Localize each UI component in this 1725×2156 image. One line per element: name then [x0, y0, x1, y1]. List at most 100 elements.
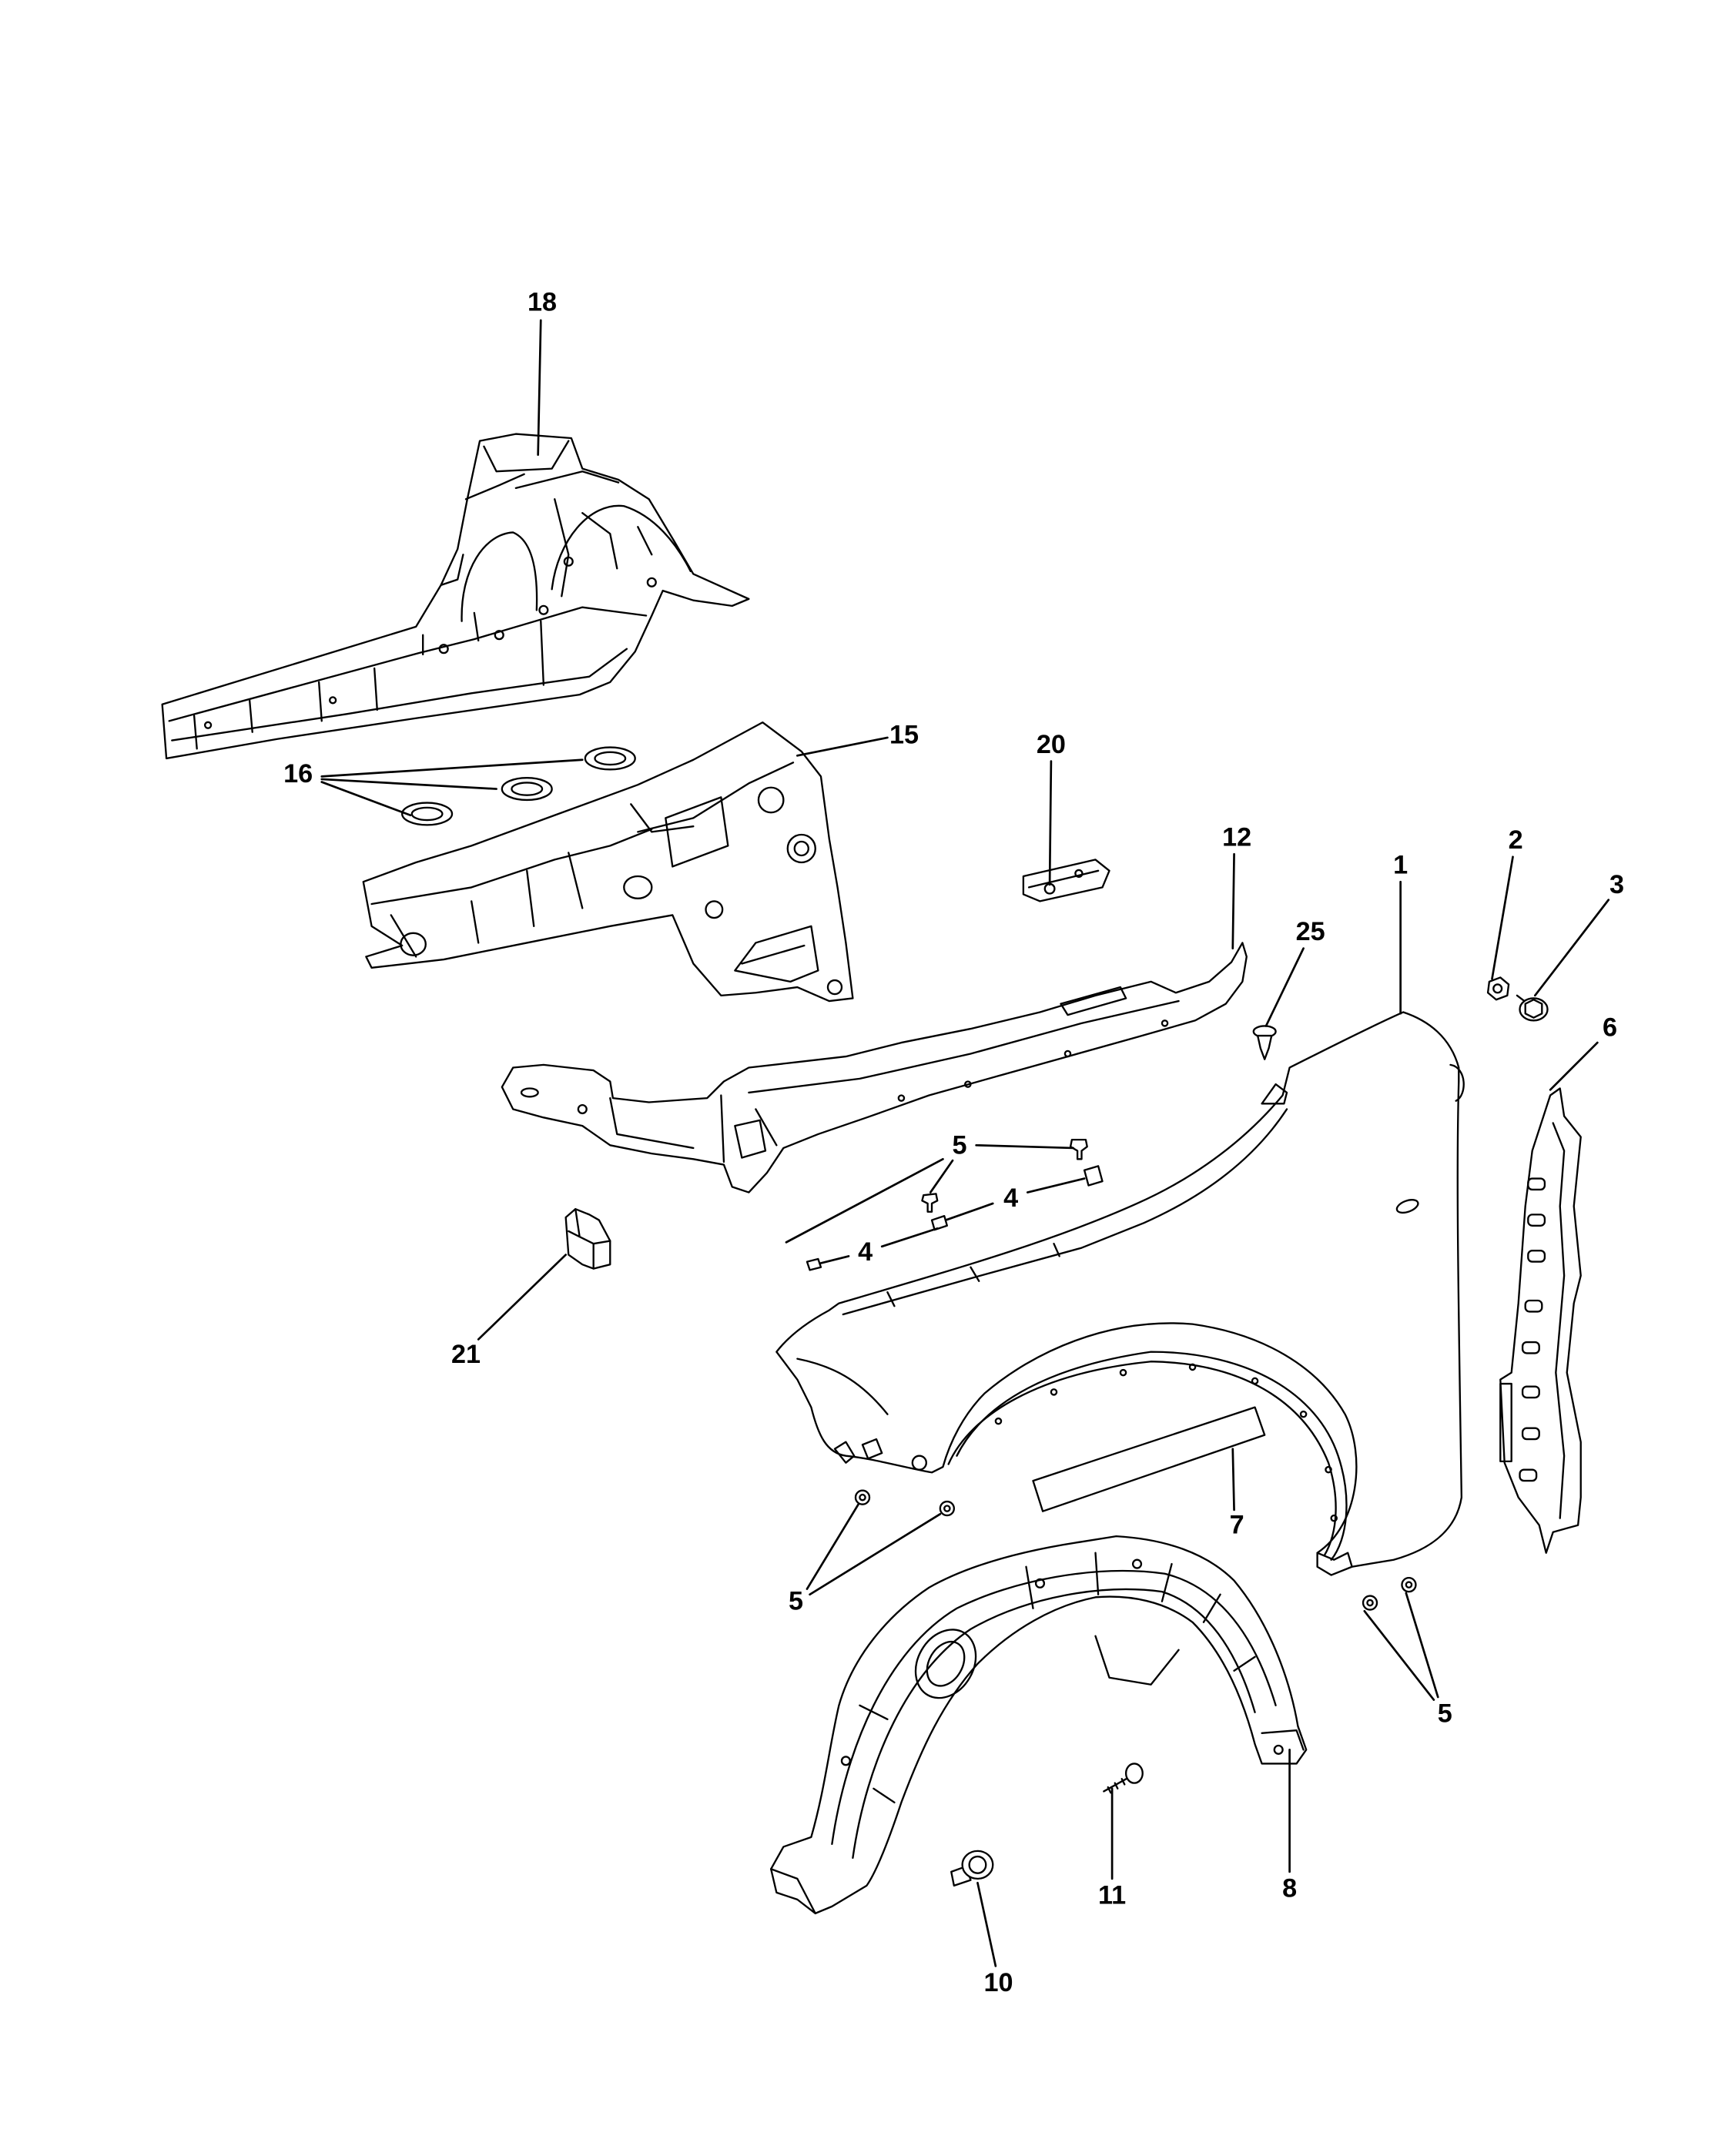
part-2-bore	[1492, 983, 1503, 994]
part-1-hole	[1050, 1388, 1058, 1396]
leader-5	[809, 1512, 942, 1596]
part-6-rib	[1521, 1427, 1540, 1441]
part-15-lower-window	[734, 925, 819, 983]
callout-5-lower-left: 5	[789, 1587, 803, 1616]
part-11-head	[1124, 1763, 1144, 1784]
callout-1: 1	[1393, 851, 1408, 880]
part-18-upper-flange	[168, 606, 648, 722]
clip-5-center	[1405, 1581, 1413, 1589]
leader-5	[806, 1503, 859, 1590]
callout-8: 8	[1282, 1873, 1297, 1903]
part-15-outline	[362, 721, 854, 1003]
leader-5	[975, 1143, 1075, 1150]
callout-5-lower-right: 5	[1438, 1699, 1452, 1729]
part-6-rib	[1521, 1341, 1540, 1354]
part-16-grommets	[401, 746, 636, 826]
part-20-edge	[1027, 869, 1100, 889]
part-8-end-bracket	[769, 1729, 1305, 1915]
clip-5-center	[943, 1505, 951, 1512]
leader-25	[1264, 947, 1305, 1027]
leader-6	[1549, 1041, 1599, 1091]
part-18-arch-outer	[551, 504, 692, 591]
part-12-hole	[897, 1094, 906, 1102]
part-25-push-pin	[1252, 1025, 1277, 1060]
part-16-grommet-outer	[501, 776, 553, 802]
part-1-hole	[994, 1417, 1003, 1425]
leader-7	[1231, 1448, 1235, 1512]
part-1-hole	[1299, 1410, 1308, 1418]
leader-4	[1026, 1177, 1086, 1194]
leader-10	[976, 1881, 997, 1967]
part-18-hole	[646, 577, 657, 588]
part-1-hole	[1119, 1368, 1127, 1377]
callout-12: 12	[1222, 823, 1251, 852]
part-1-hole	[1188, 1363, 1197, 1371]
part-6-rib	[1527, 1250, 1546, 1263]
clip-5	[854, 1489, 871, 1505]
part-1-rear-tab	[1449, 1063, 1465, 1102]
part-15-hole	[705, 900, 724, 919]
clip-4	[930, 1214, 949, 1231]
part-15-front-rail	[362, 721, 854, 1003]
leader-lines	[320, 319, 1610, 1967]
part-1-nose-line	[796, 1358, 889, 1415]
callout-11: 11	[1098, 1880, 1126, 1910]
part-8-hole	[1034, 1578, 1046, 1589]
clip-5	[1362, 1595, 1378, 1611]
leader-21	[477, 1254, 568, 1341]
callout-18: 18	[528, 288, 557, 317]
part-6-rib	[1519, 1468, 1538, 1482]
part-8-inner-arc-2	[852, 1588, 1256, 1860]
part-6-rib	[1524, 1299, 1543, 1313]
part-12-flange	[609, 999, 1180, 1163]
part-18-rail-wheelhouse	[161, 433, 750, 760]
part-18-hole	[538, 604, 549, 615]
part-12-upper-rail	[501, 942, 1248, 1194]
part-10-push-pin	[950, 1850, 994, 1887]
leader-5	[1405, 1592, 1439, 1699]
part-11-bolt	[1103, 1763, 1144, 1794]
part-16-grommet-inner	[511, 782, 544, 796]
part-12-bracket	[734, 986, 1127, 1159]
part-18-lower-flange	[171, 648, 628, 742]
part-1-hole	[1330, 1514, 1338, 1522]
clip-4	[1083, 1165, 1104, 1187]
part-10-head-inner	[968, 1855, 987, 1874]
part-21-block	[564, 1207, 611, 1270]
part-8-ribs	[859, 1552, 1256, 1804]
leader-5	[929, 1159, 954, 1194]
callout-3: 3	[1609, 870, 1624, 899]
callout-10: 10	[983, 1968, 1013, 1997]
callout-4-upper: 4	[1003, 1183, 1018, 1213]
part-8-hole	[1273, 1744, 1284, 1755]
part-16-grommet-inner	[594, 751, 627, 766]
part-6-side-tab	[1499, 1382, 1512, 1463]
clip-5	[1401, 1576, 1417, 1593]
leader-3	[1533, 899, 1610, 997]
part-8-outline	[769, 1535, 1308, 1915]
part-18-arch-inner	[461, 531, 538, 622]
part-7-seal-strip	[1032, 1406, 1266, 1512]
part-1-hole	[1325, 1465, 1332, 1474]
clip-5	[921, 1193, 939, 1213]
part-12-hole	[1161, 1019, 1169, 1027]
part-20-bracket	[1022, 859, 1110, 902]
part-6-rib	[1527, 1177, 1546, 1191]
leader-4	[819, 1255, 850, 1264]
part-21-edges	[568, 1207, 611, 1270]
callout-21: 21	[451, 1340, 481, 1369]
callout-20: 20	[1037, 730, 1066, 759]
part-11-shank	[1103, 1776, 1130, 1794]
part-1-hole	[911, 1455, 927, 1471]
part-5-clips	[854, 1138, 1417, 1611]
part-1-top-flange	[842, 1108, 1288, 1316]
part-18-tower	[440, 440, 620, 587]
part-12-hole	[577, 1103, 588, 1115]
part-8-wheelhouse-liner	[769, 1535, 1308, 1915]
part-1-mount-tab	[1261, 1083, 1288, 1105]
part-12-outline	[501, 942, 1248, 1194]
part-8-grommet-inner	[926, 1640, 966, 1687]
leader-5	[785, 1157, 944, 1244]
leader-18	[537, 319, 542, 456]
part-18-hole	[494, 630, 504, 641]
